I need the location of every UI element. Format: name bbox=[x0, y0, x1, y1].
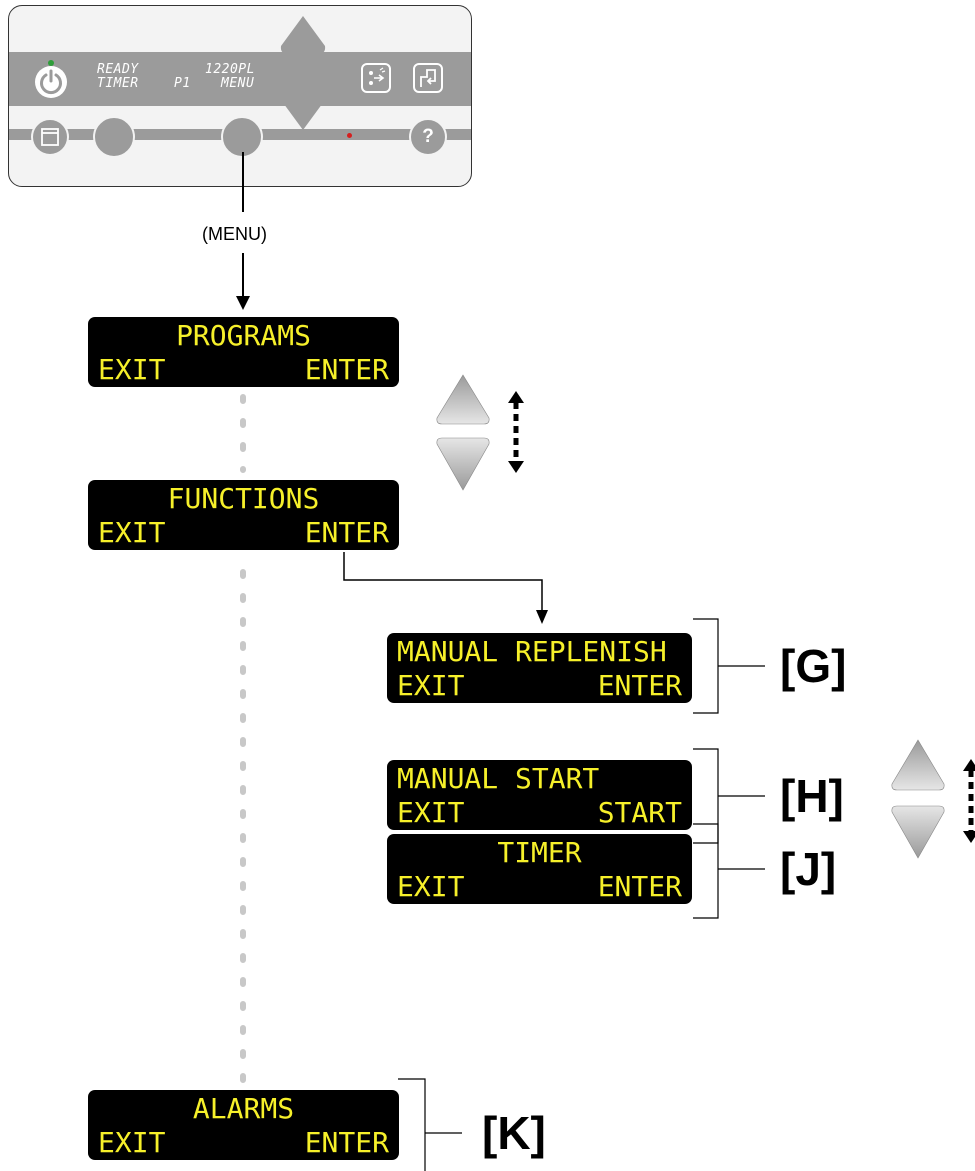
lcd-alarms[interactable]: ALARMS EXIT ENTER bbox=[88, 1090, 399, 1160]
menu-label: (MENU) bbox=[202, 224, 267, 244]
bracket-k bbox=[398, 1078, 462, 1171]
control-panel: READY 1220PL TIMER P1 MENU ? bbox=[8, 5, 472, 187]
panel-display-line2-mid: P1 bbox=[174, 76, 191, 91]
power-icon bbox=[40, 69, 62, 95]
tag-j: [J] bbox=[780, 843, 837, 895]
functions-enter-arrow bbox=[343, 552, 543, 612]
panel-top-band bbox=[9, 52, 471, 106]
scroll-up-icon bbox=[891, 739, 945, 791]
power-button[interactable] bbox=[35, 66, 67, 98]
lcd-manual-replenish-enter[interactable]: ENTER bbox=[597, 669, 682, 702]
tag-k: [K] bbox=[482, 1107, 546, 1159]
down-arrow-icon[interactable] bbox=[280, 92, 326, 130]
help-icon: ? bbox=[422, 126, 434, 147]
tag-h: [H] bbox=[780, 770, 844, 822]
panel-display-line2-left: TIMER bbox=[97, 76, 139, 91]
panel-display-line1-right: 1220PL bbox=[205, 62, 255, 77]
power-led bbox=[48, 60, 54, 66]
lcd-timer-exit[interactable]: EXIT bbox=[397, 870, 465, 903]
cycle-icon bbox=[420, 69, 436, 87]
panel-arrow-buttons[interactable] bbox=[277, 12, 329, 132]
drawer-icon bbox=[41, 128, 59, 146]
help-button[interactable]: ? bbox=[409, 118, 447, 156]
lcd-manual-start-title: MANUAL START bbox=[397, 762, 600, 795]
lcd-programs-exit[interactable]: EXIT bbox=[98, 353, 166, 386]
up-arrow-icon[interactable] bbox=[280, 16, 326, 54]
lcd-functions-exit[interactable]: EXIT bbox=[98, 516, 166, 549]
spray-button[interactable] bbox=[361, 63, 391, 93]
drawer-button[interactable] bbox=[31, 118, 69, 156]
status-led bbox=[347, 133, 352, 138]
scroll-down-icon bbox=[891, 805, 945, 859]
lcd-manual-replenish-title: MANUAL REPLENISH bbox=[397, 635, 667, 668]
lcd-timer[interactable]: TIMER EXIT ENTER bbox=[387, 834, 692, 904]
lcd-manual-replenish[interactable]: MANUAL REPLENISH EXIT ENTER bbox=[387, 633, 692, 703]
lcd-functions-enter[interactable]: ENTER bbox=[304, 516, 389, 549]
lcd-programs-enter[interactable]: ENTER bbox=[304, 353, 389, 386]
bracket-j bbox=[693, 823, 765, 919]
scroll-down-icon bbox=[436, 437, 490, 491]
lcd-manual-start-exit[interactable]: EXIT bbox=[397, 796, 465, 829]
tag-g: [G] bbox=[780, 640, 847, 692]
spray-icon bbox=[369, 67, 386, 85]
lcd-functions[interactable]: FUNCTIONS EXIT ENTER bbox=[88, 480, 399, 550]
lcd-functions-title: FUNCTIONS bbox=[167, 482, 320, 515]
lcd-manual-start-start[interactable]: START bbox=[597, 796, 682, 829]
scroll-indicator-2 bbox=[891, 739, 975, 859]
function-button-1[interactable] bbox=[93, 116, 135, 158]
scroll-up-icon bbox=[436, 374, 490, 425]
bracket-g bbox=[693, 618, 765, 714]
lcd-timer-title: TIMER bbox=[497, 836, 582, 869]
cycle-button[interactable] bbox=[413, 63, 443, 93]
lcd-timer-enter[interactable]: ENTER bbox=[597, 870, 682, 903]
lcd-programs-title: PROGRAMS bbox=[176, 319, 311, 352]
lcd-programs[interactable]: PROGRAMS EXIT ENTER bbox=[88, 317, 399, 387]
lcd-manual-start[interactable]: MANUAL START EXIT START bbox=[387, 760, 692, 830]
lcd-alarms-title: ALARMS bbox=[192, 1092, 295, 1125]
panel-display-line1-left: READY bbox=[97, 62, 139, 77]
bracket-h bbox=[693, 748, 765, 844]
panel-display-line2-right: MENU bbox=[221, 76, 255, 91]
lcd-manual-replenish-exit[interactable]: EXIT bbox=[397, 669, 465, 702]
lcd-alarms-exit[interactable]: EXIT bbox=[98, 1126, 166, 1159]
lcd-alarms-enter[interactable]: ENTER bbox=[304, 1126, 389, 1159]
scroll-indicator-1 bbox=[436, 374, 524, 491]
